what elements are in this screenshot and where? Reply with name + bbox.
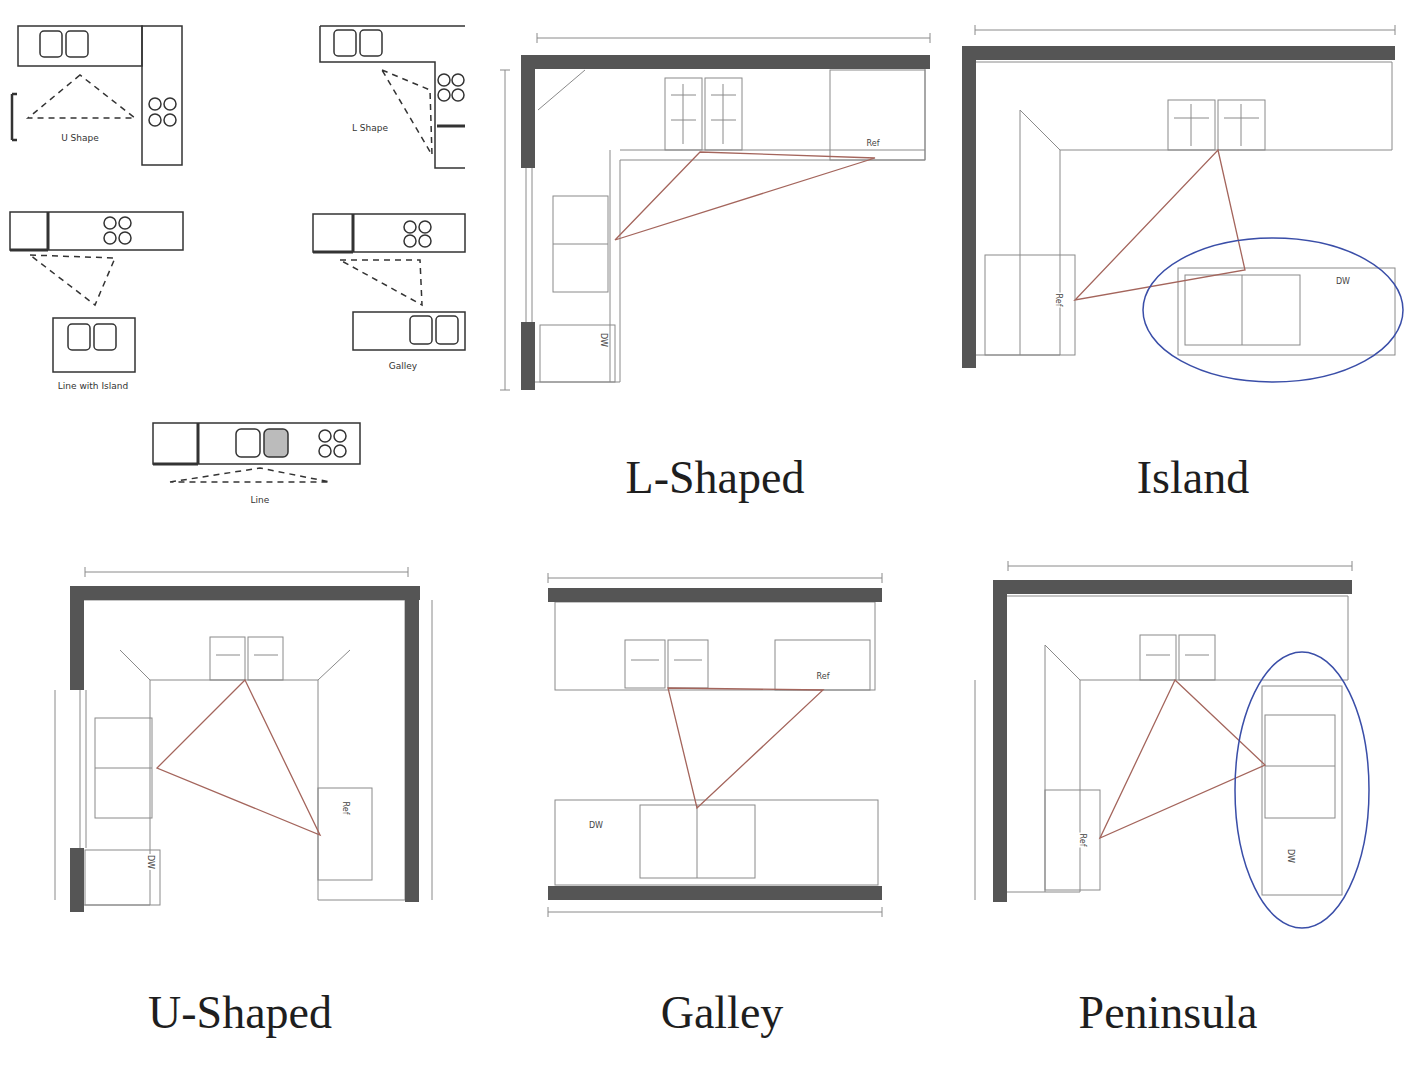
appliance-tag: DW [1286, 848, 1294, 864]
layout-caption: L-Shaped [626, 455, 805, 501]
work-triangles [157, 150, 1265, 838]
small-sketches [10, 26, 465, 482]
appliance-tag: Ref [1054, 293, 1062, 308]
sketch-label: L Shape [352, 124, 388, 133]
highlight-ellipses [1143, 238, 1403, 928]
floor-plans [55, 25, 1395, 917]
layout-caption: Peninsula [1079, 990, 1258, 1036]
sketch-label: U Shape [61, 134, 99, 143]
appliance-tag: Ref [866, 140, 881, 148]
appliance-tag: DW [146, 854, 154, 870]
sketch-label: Galley [389, 362, 417, 371]
appliance-tag: DW [599, 332, 607, 348]
walls [70, 46, 1395, 912]
sketch-label: Line with Island [58, 382, 128, 391]
appliance-tag: Ref [341, 801, 349, 816]
layout-caption: Galley [661, 990, 784, 1036]
sketch-label: Line [251, 496, 270, 505]
appliance-tag: Ref [1078, 833, 1086, 848]
layout-caption: Island [1137, 455, 1249, 501]
appliance-tag: DW [588, 822, 604, 830]
appliance-tag: DW [1335, 278, 1351, 286]
layout-caption: U-Shaped [148, 990, 332, 1036]
appliance-tag: Ref [816, 673, 831, 681]
